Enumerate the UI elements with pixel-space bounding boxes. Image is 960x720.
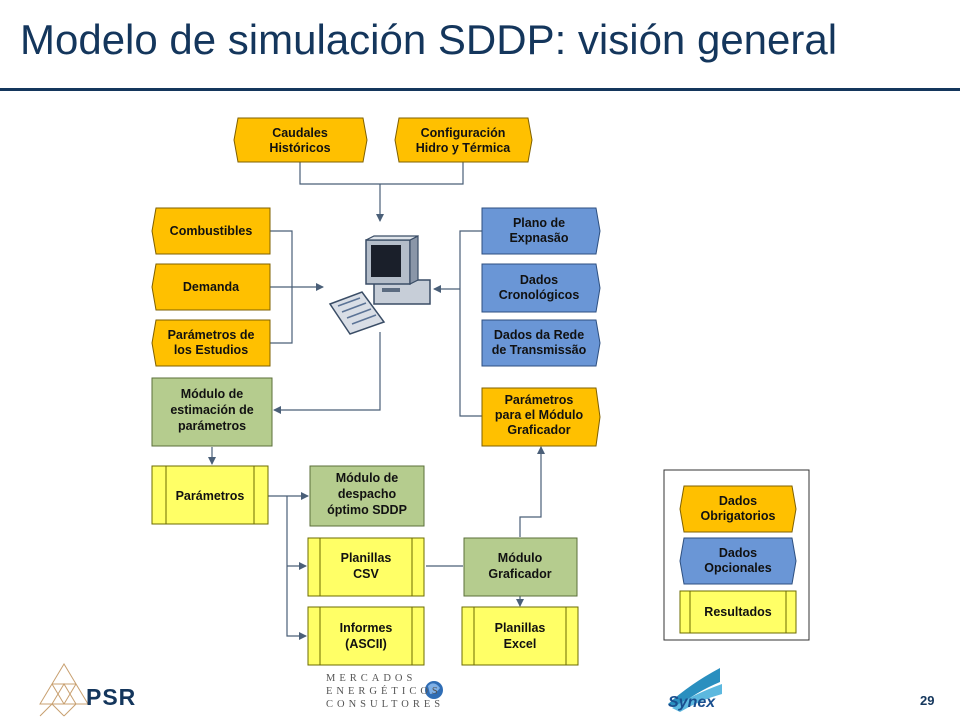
node-demanda: Demanda: [151, 263, 271, 311]
label-line: parámetros: [178, 419, 246, 433]
label-line: Combustibles: [170, 224, 253, 238]
page-number: 29: [920, 693, 935, 708]
title-rule: [0, 88, 960, 91]
label-line: Dados da Rede: [494, 328, 584, 342]
label-line: CSV: [353, 567, 379, 581]
label-line: Hidro y Térmica: [416, 141, 512, 155]
label-line: Demanda: [183, 280, 240, 294]
label-line: Resultados: [704, 605, 771, 619]
synex-logo-icon: [668, 668, 722, 712]
connectors: [208, 162, 545, 640]
label-line: Plano de: [513, 216, 565, 230]
label-line: despacho: [338, 487, 397, 501]
label-line: Módulo de: [336, 471, 399, 485]
label-line: Parámetros: [505, 393, 574, 407]
node-planillas-excel: Planillas Excel: [461, 606, 579, 666]
label-line: Planillas: [341, 551, 392, 565]
label-line: Obrigatorios: [700, 509, 775, 523]
label-line: Módulo: [498, 551, 543, 565]
label-line: Planillas: [495, 621, 546, 635]
label-line: Históricos: [269, 141, 330, 155]
node-planillas-csv: Planillas CSV: [307, 537, 425, 597]
label-line: Excel: [504, 637, 537, 651]
label-line: Parámetros: [176, 489, 245, 503]
legend-opcionales: Dados Opcionales: [679, 537, 797, 585]
label-line: estimación de: [170, 403, 253, 417]
node-parametros-estudios: Parámetros de los Estudios: [151, 319, 271, 367]
psr-logo-text: PSR: [86, 684, 137, 710]
node-despacho: Módulo de despacho óptimo SDDP: [309, 465, 425, 527]
legend-resultados: Resultados: [679, 590, 797, 634]
label-line: Dados: [719, 546, 757, 560]
mec-logo-text: MERCADOS ENERGÉTICOS CONSULTORES: [326, 672, 444, 711]
label-line: Dados: [719, 494, 757, 508]
label-line: Graficador: [488, 567, 551, 581]
psr-logo-icon: [39, 663, 89, 717]
label-line: Expnasão: [509, 231, 568, 245]
label-line: (ASCII): [345, 637, 387, 651]
node-rede: Dados da Rede de Transmissão: [481, 319, 601, 367]
node-configuracion: Configuración Hidro y Térmica: [394, 117, 533, 163]
node-parametros: Parámetros: [151, 465, 269, 525]
label-line: Módulo de: [181, 387, 244, 401]
node-param-graficador: Parámetros para el Módulo Graficador: [481, 387, 601, 447]
node-caudales: Caudales Históricos: [233, 117, 368, 163]
mec-line: MERCADOS: [326, 673, 417, 684]
globe-icon: [425, 681, 443, 699]
label-line: Graficador: [507, 423, 570, 437]
label-line: Parámetros de: [168, 328, 255, 342]
node-modulo-estimacion: Módulo de estimación de parámetros: [151, 377, 273, 447]
computer-icon: [328, 235, 431, 335]
node-combustibles: Combustibles: [151, 207, 271, 255]
label-line: los Estudios: [174, 343, 248, 357]
label-line: Cronológicos: [499, 288, 580, 302]
label-line: óptimo SDDP: [327, 503, 407, 517]
label-line: Dados: [520, 273, 558, 287]
label-line: Caudales: [272, 126, 328, 140]
legend: Dados Obrigatorios Dados Opcionales Resu…: [663, 469, 810, 641]
label-line: Configuración: [421, 126, 506, 140]
legend-obligatorios: Dados Obrigatorios: [679, 485, 797, 533]
label-line: para el Módulo: [495, 408, 584, 422]
node-graficador: Módulo Graficador: [463, 537, 578, 597]
label-line: Opcionales: [704, 561, 771, 575]
label-line: de Transmissão: [492, 343, 587, 357]
mec-line: ENERGÉTICOS: [326, 686, 442, 697]
page-title: Modelo de simulación SDDP: visión genera…: [20, 16, 838, 63]
node-informes: Informes (ASCII): [307, 606, 425, 666]
synex-logo-text: Synex: [668, 694, 716, 711]
label-line: Informes: [340, 621, 393, 635]
node-plano: Plano de Expnasão: [481, 207, 601, 255]
mec-line: CONSULTORES: [326, 699, 445, 710]
node-cronologicos: Dados Cronológicos: [481, 263, 601, 313]
